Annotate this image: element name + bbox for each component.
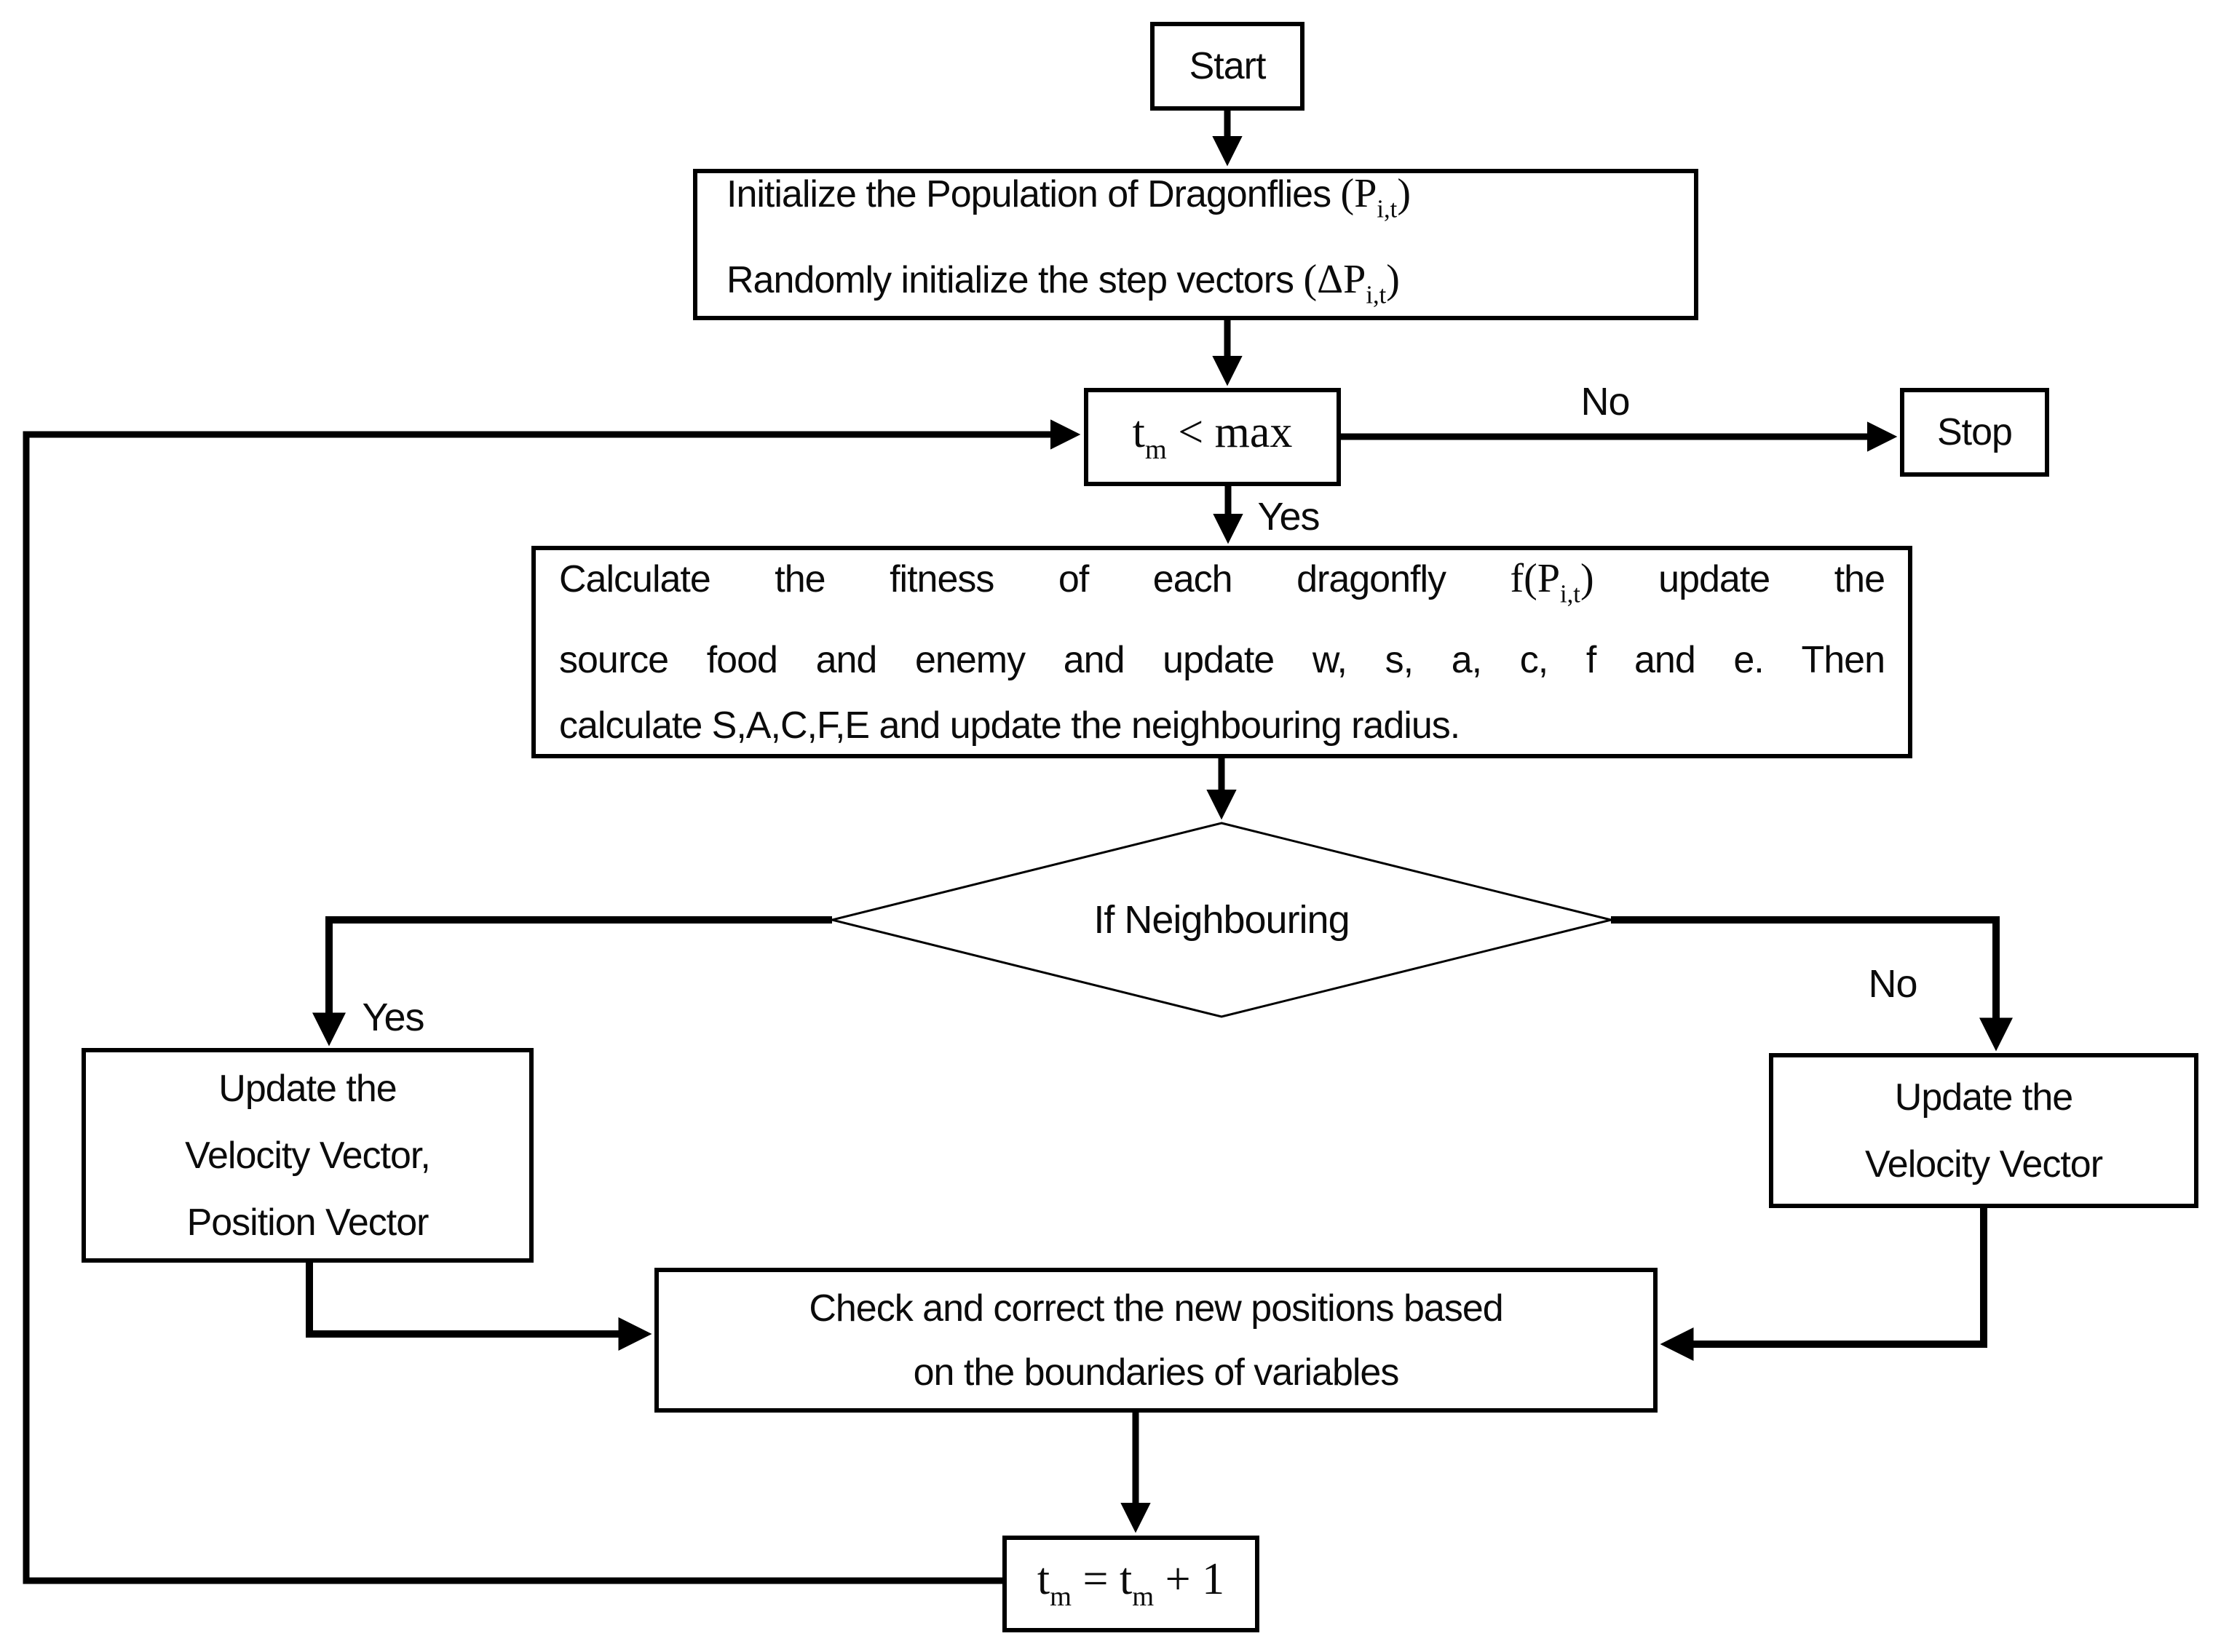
edge-label-condition-no: No: [1580, 380, 1630, 424]
node-start: Start: [1150, 22, 1304, 111]
increment-formula: tm = tm + 1: [1037, 1554, 1225, 1613]
decision-diamond-shape: [831, 822, 1612, 1018]
step-vector-formula: (ΔPi,t): [1303, 257, 1400, 309]
start-label: Start: [1189, 45, 1267, 87]
node-if-neighbouring: If Neighbouring: [832, 823, 1611, 1017]
node-stop: Stop: [1900, 388, 2049, 477]
node-loop-condition: tm < max: [1084, 388, 1341, 486]
node-update-velocity-position: Update the Velocity Vector, Position Vec…: [82, 1048, 534, 1263]
node-initialize-population: Initialize the Population of Dragonflies…: [693, 169, 1698, 320]
if-neighbouring-label: If Neighbouring: [1093, 898, 1350, 942]
edge-updateboth-to-check: [306, 1263, 652, 1351]
population-formula: (Pi,t): [1340, 171, 1411, 223]
stop-label: Stop: [1937, 411, 2013, 453]
edge-decision-no-branch: [1611, 916, 2013, 1052]
edge-label-neighbouring-yes: Yes: [362, 996, 424, 1039]
initialize-line-1: Initialize the Population of Dragonflies…: [726, 171, 1411, 223]
node-calculate-fitness: Calculate the fitness of each dragonfly …: [531, 546, 1912, 758]
calculate-line-3: calculate S,A,C,F,E and update the neigh…: [559, 704, 1460, 747]
fitness-formula: f(Pi,t): [1510, 556, 1594, 608]
node-increment-counter: tm = tm + 1: [1002, 1536, 1259, 1632]
edge-label-condition-yes: Yes: [1257, 495, 1320, 539]
edge-updatevel-to-check: [1660, 1208, 1987, 1361]
node-check-boundaries: Check and correct the new positions base…: [654, 1268, 1658, 1413]
calculate-line-1: Calculate the fitness of each dragonfly …: [559, 556, 1885, 608]
node-update-velocity: Update the Velocity Vector: [1769, 1053, 2198, 1208]
initialize-line-2: Randomly initialize the step vectors (ΔP…: [726, 257, 1400, 309]
loop-condition-formula: tm < max: [1132, 408, 1293, 466]
calculate-line-2: source food and enemy and update w, s, a…: [559, 638, 1885, 681]
edge-increment-loopback-to-condition: [23, 419, 1081, 1584]
edge-label-neighbouring-no: No: [1868, 962, 1917, 1006]
edge-decision-yes-branch: [312, 916, 832, 1047]
